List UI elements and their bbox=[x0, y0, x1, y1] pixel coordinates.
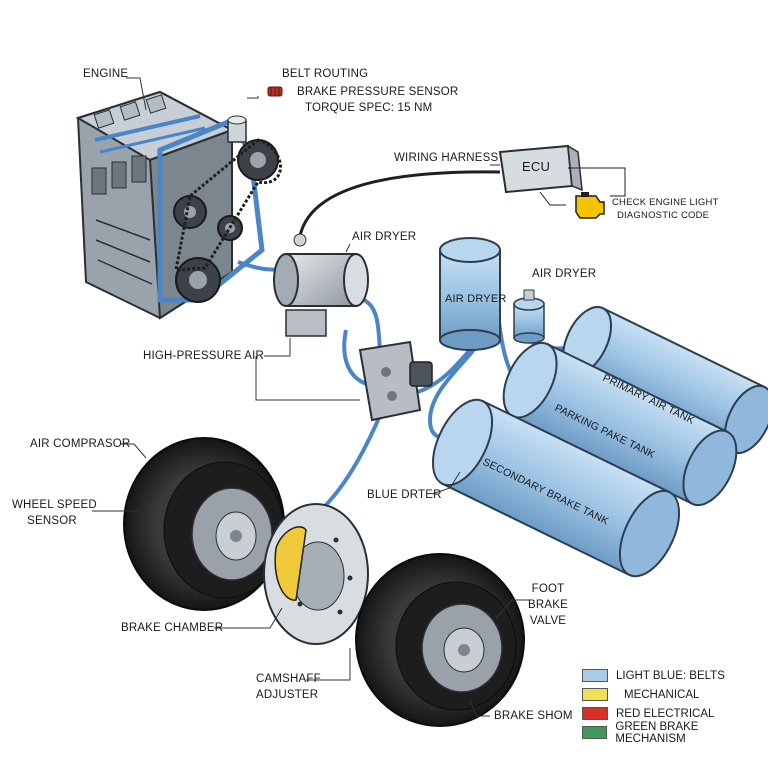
legend-swatch bbox=[582, 688, 608, 701]
foot-brake-label-1: FOOT bbox=[531, 583, 565, 595]
air-compressor-label: AIR COMPRASOR bbox=[30, 438, 131, 450]
engine-block bbox=[75, 90, 282, 320]
legend-label: RED ELECTRICAL bbox=[616, 707, 715, 720]
legend-label: GREEN BRAKE MECHANISM bbox=[615, 720, 699, 745]
camshaft-label-2: ADJUSTER bbox=[256, 689, 319, 701]
belt-routing-label: BELT ROUTING bbox=[282, 68, 369, 80]
legend-swatch bbox=[582, 669, 608, 682]
legend-swatch bbox=[582, 707, 608, 720]
wiring-harness-label: WIRING HARNESS bbox=[394, 152, 499, 164]
air-dryer-main bbox=[273, 233, 369, 337]
air-dryer-small bbox=[513, 289, 545, 344]
torque-spec-label: TORQUE SPEC: 15 NM bbox=[305, 102, 433, 114]
brake-caliper bbox=[274, 526, 307, 601]
wiring-harness-cable bbox=[298, 170, 501, 237]
check-engine-light-label: CHECK ENGINE LIGHT bbox=[612, 197, 719, 208]
wheel-speed-sensor-label-2: SENSOR bbox=[27, 515, 77, 527]
secondary-brake-tank bbox=[431, 398, 681, 578]
diagnostic-code-label: DIAGNOSTIC CODE bbox=[617, 210, 710, 221]
legend-item-belts: LIGHT BLUE: BELTS bbox=[582, 666, 768, 685]
camshaft-label-1: CAMSHAFF bbox=[256, 673, 321, 685]
ecu-label: ECU bbox=[522, 159, 551, 174]
left-wheel bbox=[123, 437, 285, 611]
air-dryer-small-label: AIR DRYER bbox=[532, 268, 597, 280]
brake-pressure-sensor-icon bbox=[267, 86, 283, 97]
high-pressure-air-label: HIGH-PRESSURE AIR bbox=[143, 350, 264, 362]
foot-brake-label-2: BRAKE bbox=[528, 599, 568, 611]
legend-item-brake-mechanism: GREEN BRAKE MECHANISM bbox=[582, 720, 768, 745]
brake-shoe-label: BRAKE SHOM bbox=[494, 710, 573, 722]
wheel-speed-sensor-label-1: WHEEL SPEED bbox=[12, 499, 97, 511]
legend-label: LIGHT BLUE: BELTS bbox=[616, 669, 725, 682]
legend: LIGHT BLUE: BELTS MECHANICAL RED ELECTRI… bbox=[582, 666, 768, 745]
foot-brake-label-3: VALVE bbox=[529, 615, 567, 627]
air-dryer-tank-label: AIR DRYER bbox=[445, 293, 507, 305]
legend-label: MECHANICAL bbox=[624, 688, 700, 701]
right-wheel bbox=[355, 553, 525, 727]
air-dryer-main-label: AIR DRYER bbox=[352, 231, 417, 243]
ecu-module bbox=[498, 144, 626, 206]
leader-lines bbox=[92, 77, 530, 717]
brake-pressure-sensor-label: BRAKE PRESSURE SENSOR bbox=[297, 86, 459, 98]
blue-drter-label: BLUE DRTER bbox=[367, 489, 442, 501]
relay-valve bbox=[358, 340, 433, 422]
engine-label: ENGINE bbox=[83, 68, 129, 80]
air-dryer-tank bbox=[439, 237, 501, 351]
check-engine-icon bbox=[575, 192, 605, 219]
legend-swatch bbox=[582, 726, 608, 739]
parking-tank bbox=[502, 341, 738, 507]
legend-item-mechanical: MECHANICAL bbox=[582, 685, 768, 704]
legend-item-electrical: RED ELECTRICAL bbox=[582, 704, 768, 723]
brake-chamber-label: BRAKE CHAMBER bbox=[121, 622, 224, 634]
